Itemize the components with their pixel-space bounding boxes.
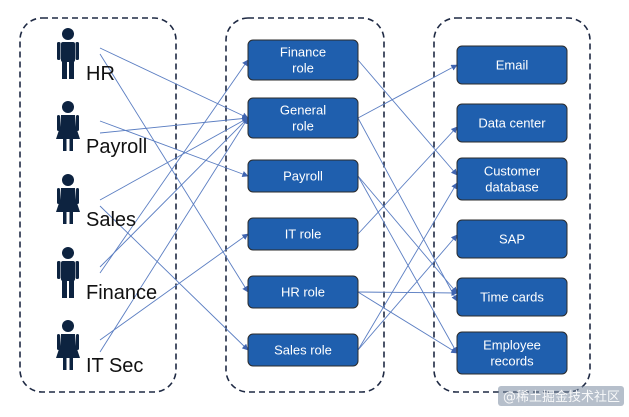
user-role-link [99,120,249,177]
resource-box-label: Data center [478,116,546,131]
links-layer [99,47,458,354]
role-box-it-role: IT role [247,217,359,251]
female-person-icon [56,320,80,370]
male-person-icon [57,247,79,298]
user-role-link [99,205,249,351]
user-sales: Sales [56,174,136,231]
resources-column-frame [433,17,591,393]
role-resource-link [357,234,458,351]
role-resource-link [357,59,458,176]
role-box-label: HR role [281,285,325,300]
resource-box-label: SAP [499,232,525,247]
resource-box-label: database [485,180,539,195]
user-label: Payroll [86,136,147,158]
user-role-link [99,53,249,293]
role-resource-link [357,291,458,354]
resource-box-label: Time cards [480,290,544,305]
user-itsec: IT Sec [56,320,143,377]
user-payroll: Payroll [56,101,147,158]
resource-box-label: records [490,354,534,369]
resource-box-data-center: Data center [456,103,568,143]
user-label: Sales [86,209,136,231]
role-resource-link [357,182,458,351]
resource-box-label: Employee [483,338,541,353]
role-resource-link [357,117,458,302]
role-box-hr-role: HR role [247,275,359,309]
role-box-label: role [292,61,314,76]
role-box-label: Finance [280,45,326,60]
watermark-text: @稀土掘金技术社区 [503,389,620,405]
role-box-sales-role: Sales role [247,333,359,367]
user-label: Finance [86,282,157,304]
user-hr: HR [57,28,115,85]
resource-box-label: Customer [484,164,541,179]
user-role-link [99,47,249,119]
role-resource-link [357,126,458,235]
user-role-link [99,233,249,341]
role-box-label: Payroll [283,169,323,184]
role-box-label: IT role [285,227,322,242]
resource-box-time-cards: Time cards [456,277,568,317]
resource-box-sap: SAP [456,219,568,259]
watermark: @稀土掘金技术社区 [498,386,624,406]
male-person-icon [57,28,79,79]
user-role-link [99,117,249,201]
role-box-label: Sales role [274,343,332,358]
female-person-icon [56,101,80,151]
roles-column-frame [225,17,385,393]
role-box-payroll-role: Payroll [247,159,359,193]
role-resource-link [357,175,458,294]
resource-box-label: Email [496,58,529,73]
resource-box-email: Email [456,45,568,85]
user-role-link [99,117,249,268]
user-role-link [99,117,249,353]
role-resource-link [357,64,458,119]
user-label: HR [86,63,115,85]
user-label: IT Sec [86,355,143,377]
female-person-icon [56,174,80,224]
role-resource-link [357,175,458,354]
user-role-link [99,59,249,274]
role-box-label: General [280,103,326,118]
user-finance: Finance [57,247,157,304]
role-box-label: role [292,119,314,134]
users-column-frame [19,17,177,393]
